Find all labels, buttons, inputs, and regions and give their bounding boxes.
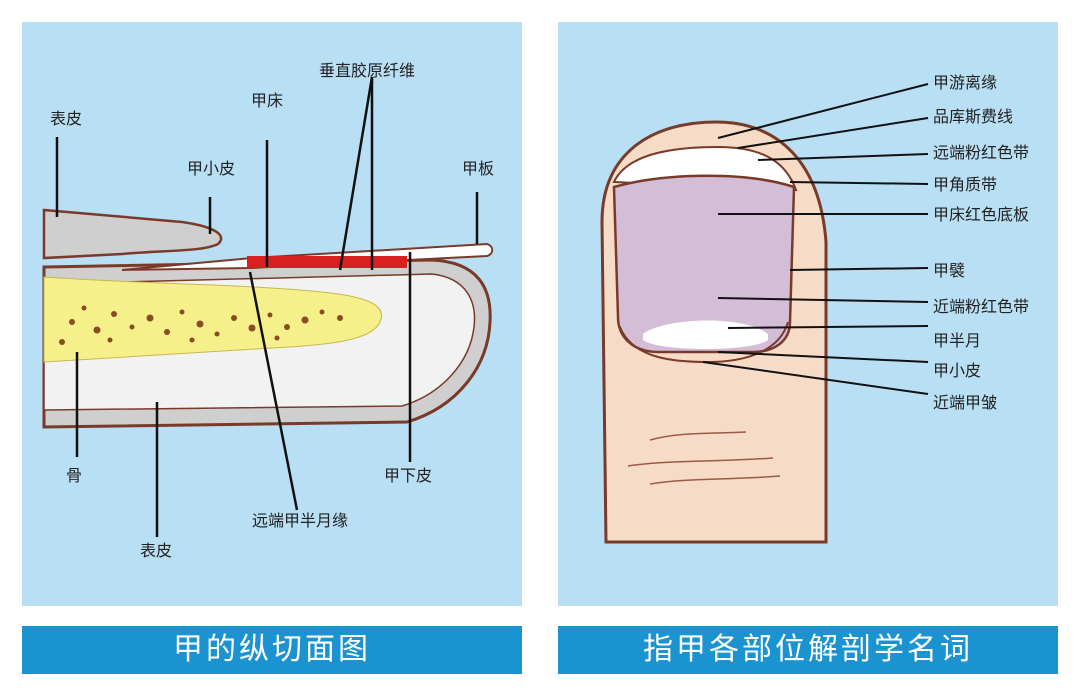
label-proximal-nail-fold: 近端甲皱 [933,394,997,412]
label-eponychium: 甲小皮 [187,160,235,178]
label-hyponychium: 甲下皮 [384,467,432,485]
label-free-edge: 甲游离缘 [933,74,997,92]
label-nail-bed-red: 甲床红色底板 [933,206,1029,224]
label-proximal-pink-band: 近端粉红色带 [933,298,1029,316]
label-nail-fold: 甲襞 [933,262,965,280]
nail-anatomy-panel: 甲游离缘 品库斯费线 远端粉红色带 甲角质带 甲床红色底板 甲襞 近端粉红色带 … [558,22,1058,606]
right-caption: 指甲各部位解剖学名词 [558,626,1058,674]
label-nail-bed: 甲床 [251,92,283,110]
label-epidermis-bottom: 表皮 [140,542,172,560]
label-pinkus-line: 品库斯费线 [933,108,1013,126]
label-vertical-collagen: 垂直胶原纤维 [319,62,415,80]
label-nail-plate: 甲板 [462,160,494,178]
nail-bed-band [247,256,407,268]
label-cuticle: 甲小皮 [933,362,981,380]
label-distal-pink-band: 远端粉红色带 [933,144,1029,162]
label-epidermis-top: 表皮 [50,110,82,128]
left-caption: 甲的纵切面图 [22,626,522,674]
label-keratin-band: 甲角质带 [933,176,997,194]
label-bone: 骨 [66,467,82,485]
proximal-nail-fold [44,210,221,258]
longitudinal-section-panel: 垂直胶原纤维 甲床 表皮 甲小皮 甲板 骨 甲下皮 远端甲半月缘 表皮 [22,22,522,606]
label-distal-lunula-edge: 远端甲半月缘 [252,512,348,530]
label-lunula: 甲半月 [933,332,981,350]
